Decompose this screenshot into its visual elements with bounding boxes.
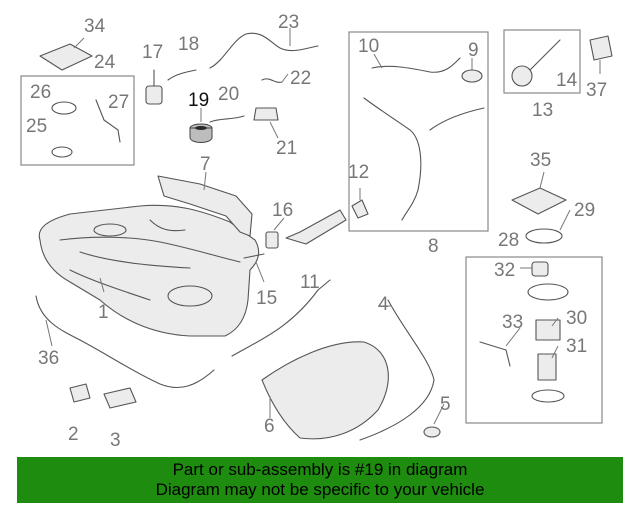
callout-33: 33 (502, 312, 523, 333)
part-5-plug (423, 426, 441, 438)
callout-18: 18 (178, 34, 199, 55)
vent-tube-20 (209, 115, 245, 123)
part-36-line (35, 295, 215, 388)
part-31-pump (537, 353, 557, 381)
callout-10: 10 (358, 36, 379, 57)
part-30-strainer (535, 319, 561, 341)
part-15-pipe (243, 253, 265, 259)
part-6-shield (261, 341, 389, 440)
part-32-plug (531, 261, 549, 277)
part-3-block (103, 387, 137, 409)
callout-19: 19 (188, 90, 209, 111)
callout-17: 17 (142, 42, 163, 63)
callout-26: 26 (30, 82, 51, 103)
part-35-cover (511, 187, 567, 215)
callout-9: 9 (468, 40, 479, 61)
callout-4: 4 (378, 294, 389, 315)
fuel-tank (38, 204, 260, 337)
callout-24: 24 (94, 52, 116, 73)
part-13-cap (511, 65, 533, 87)
part-21-valve (253, 107, 279, 121)
callout-29: 29 (574, 200, 595, 221)
group-box-8 (348, 31, 489, 232)
tank-strap-left (231, 279, 331, 357)
heat-shield (157, 175, 253, 237)
group-box-28 (465, 256, 603, 424)
callout-36: 36 (38, 348, 59, 369)
part-22-clip (261, 78, 283, 83)
callout-8: 8 (428, 236, 439, 257)
callout-11: 11 (300, 272, 320, 293)
tank-strap-right (359, 299, 435, 441)
part-34-cover (39, 43, 93, 71)
callout-31: 31 (566, 336, 587, 357)
filler-neck-tube (429, 107, 485, 131)
callout-25: 25 (26, 116, 47, 137)
callout-12: 12 (348, 162, 369, 183)
group-box-13 (503, 29, 581, 94)
callout-6: 6 (264, 416, 275, 437)
banner-line-1: Part or sub-assembly is #19 in diagram (172, 460, 468, 479)
part-29-gasket (525, 228, 563, 244)
part-19-cap (189, 123, 213, 143)
callout-32: 32 (494, 260, 515, 281)
callout-28: 28 (498, 230, 519, 251)
part-25-ring (51, 146, 73, 158)
callout-27: 27 (108, 92, 129, 113)
filler-pipe (363, 97, 422, 221)
callout-21: 21 (276, 138, 297, 159)
part-2-block (69, 383, 91, 403)
part-12-clamp (351, 199, 369, 219)
callout-5: 5 (440, 394, 451, 415)
part-33-harness (479, 341, 511, 367)
callout-20: 20 (218, 84, 239, 105)
part-11-tube (285, 209, 347, 245)
filler-breather (371, 57, 461, 73)
callout-13: 13 (532, 100, 553, 121)
part-37-bracket (589, 35, 613, 61)
callout-15: 15 (256, 288, 277, 309)
group-box-24 (20, 75, 135, 166)
part-26-pump (51, 101, 77, 115)
callout-7: 7 (200, 154, 211, 175)
vent-line-23 (209, 32, 319, 69)
callout-22: 22 (290, 68, 311, 89)
part-27-sender (95, 99, 121, 143)
part-17-valve (145, 69, 163, 105)
callout-14: 14 (556, 70, 578, 91)
callout-30: 30 (566, 308, 587, 329)
part-28-flange (527, 283, 569, 301)
callout-23: 23 (278, 12, 299, 33)
vent-hose-18 (167, 69, 197, 81)
part-9-valve (461, 69, 483, 83)
callout-16: 16 (272, 200, 293, 221)
callout-3: 3 (110, 430, 121, 451)
part-16-hose (265, 231, 279, 249)
callout-35: 35 (530, 150, 551, 171)
callout-1: 1 (98, 302, 109, 323)
callout-34: 34 (84, 16, 106, 37)
part-31-filter (531, 389, 565, 403)
banner-line-2: Diagram may not be specific to your vehi… (155, 480, 485, 499)
callout-37: 37 (586, 80, 607, 101)
callout-2: 2 (68, 424, 79, 445)
part-info-banner: Part or sub-assembly is #19 in diagram D… (17, 457, 623, 503)
part-14-tether (529, 39, 561, 71)
